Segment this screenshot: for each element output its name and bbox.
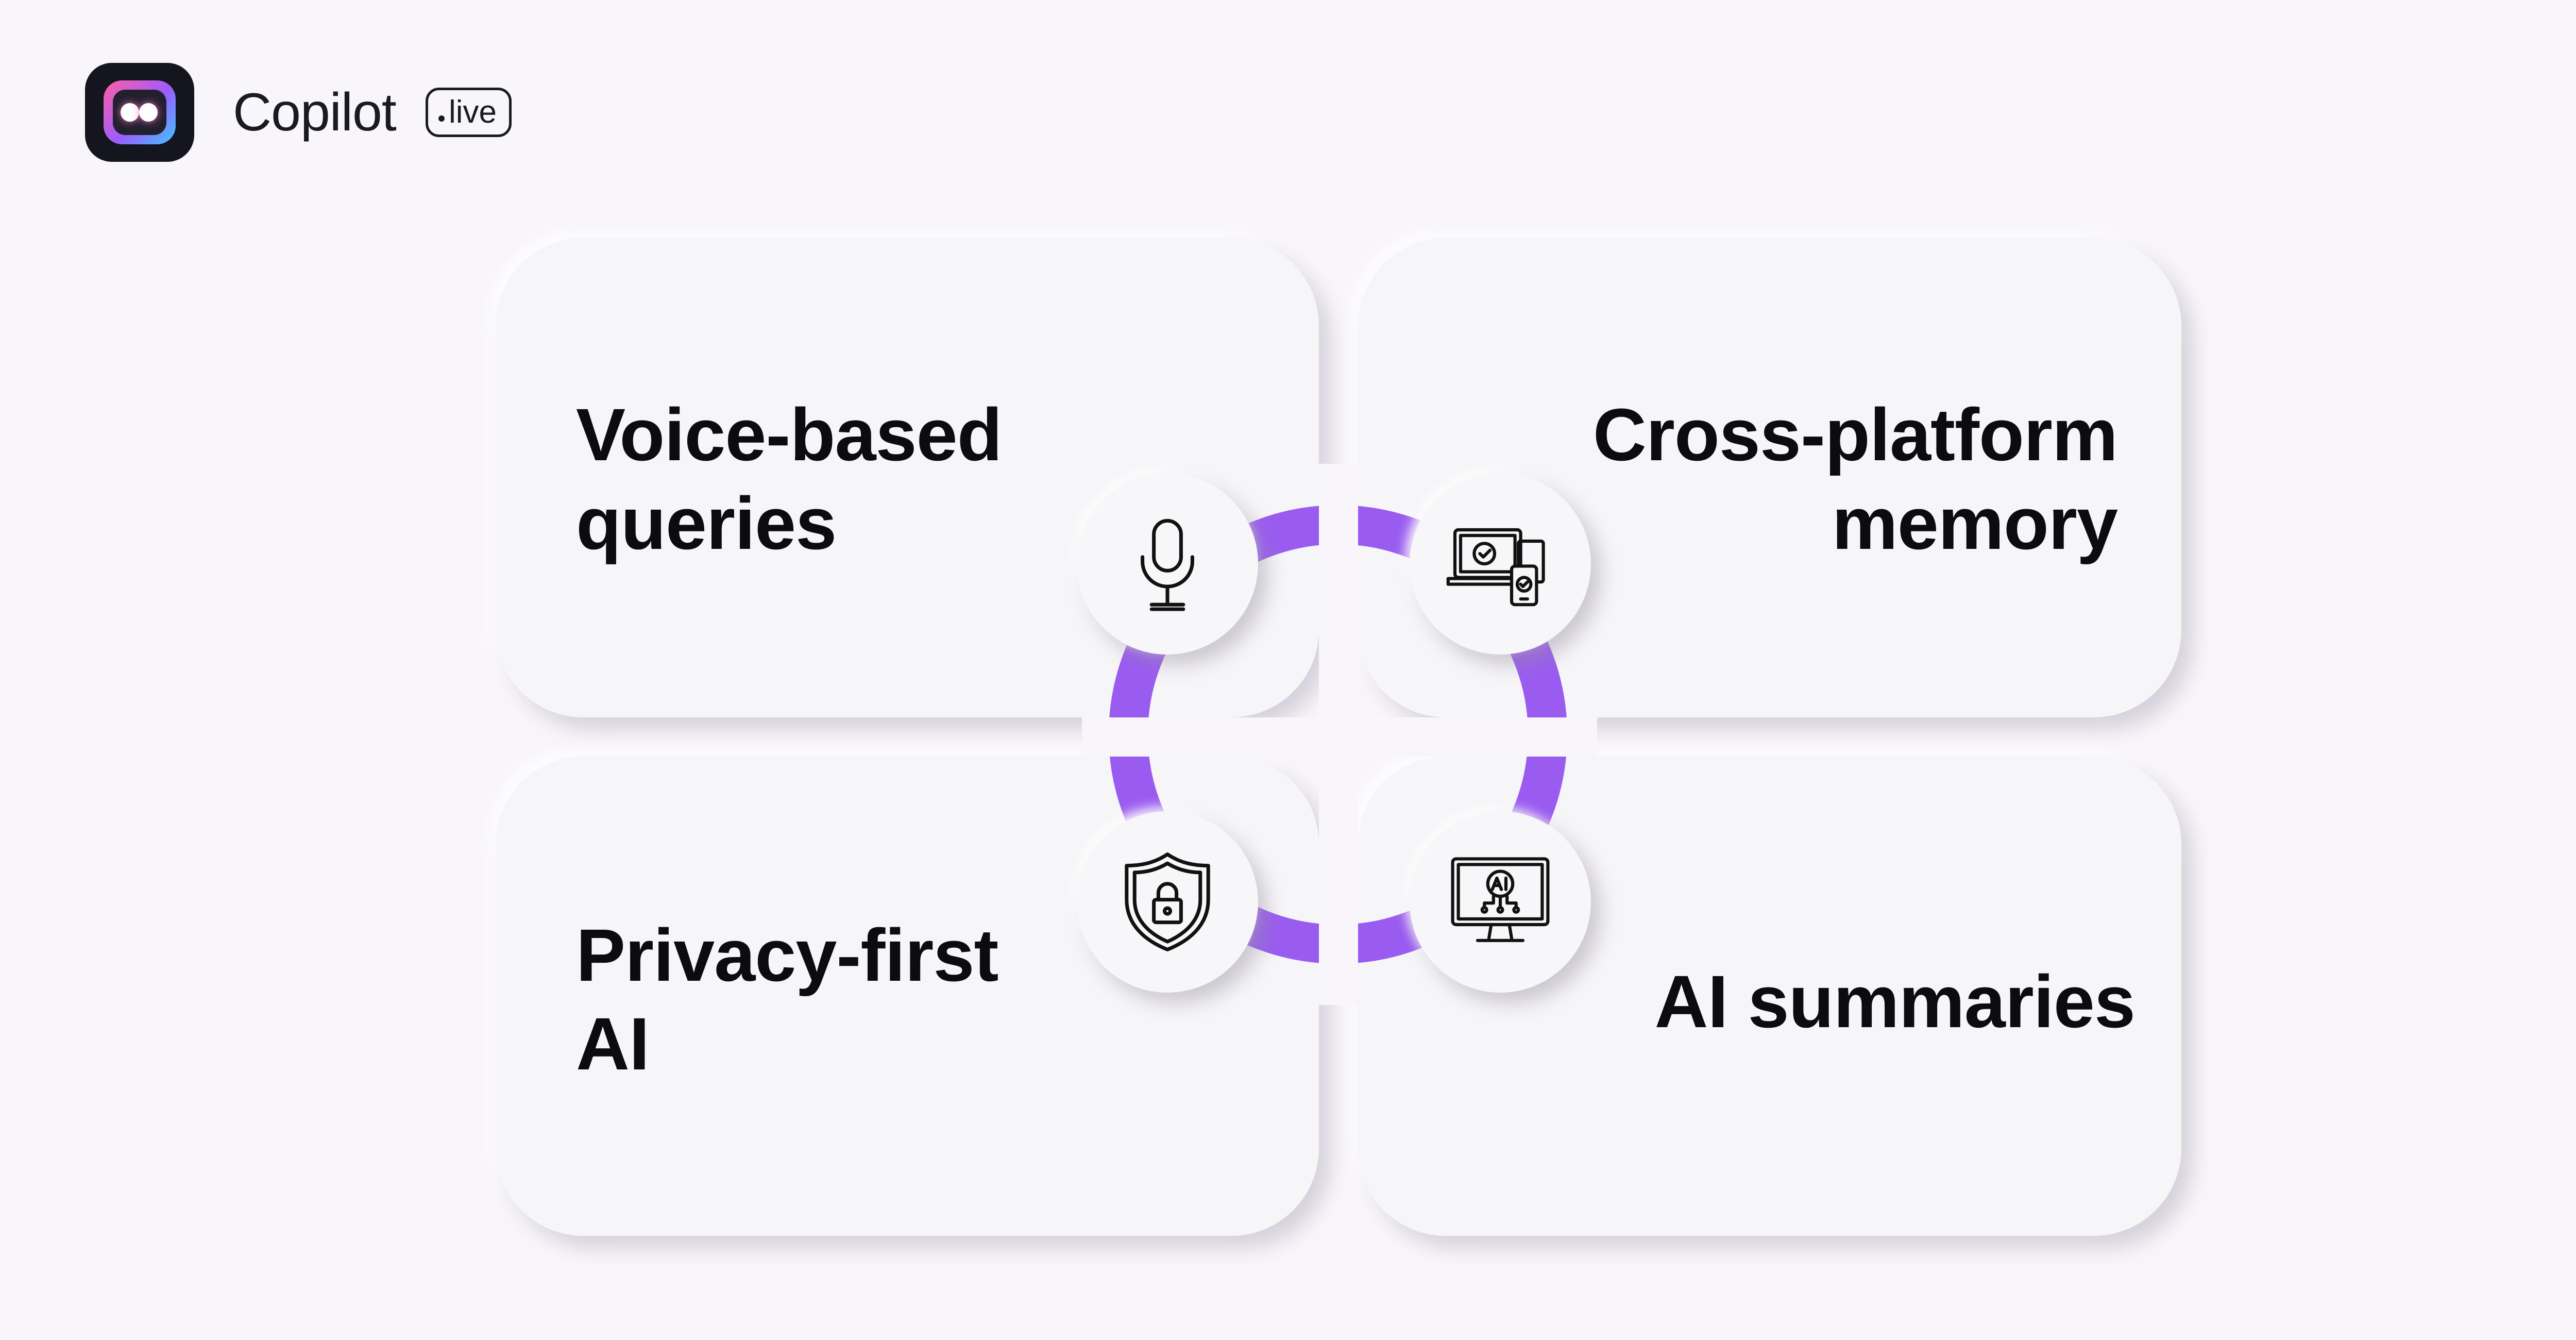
feature-label-privacy: Privacy-first AI	[576, 914, 998, 1085]
feature-label-memory: Cross-platform memory	[1592, 393, 2118, 565]
feature-label-voice: Voice-based queries	[576, 393, 1003, 565]
ring-gap-horizontal	[1082, 717, 1597, 757]
shield-lock-icon	[1077, 811, 1258, 993]
devices-sync-icon	[1410, 473, 1591, 655]
ai-monitor-icon	[1410, 811, 1591, 993]
feature-label-summaries: AI summaries	[1654, 960, 2136, 1043]
brand-name: Copilot	[233, 82, 397, 142]
microphone-icon	[1077, 473, 1258, 655]
brand-badge: live	[426, 88, 512, 137]
copilot-logo-icon	[85, 63, 194, 162]
badge-dot-icon	[438, 115, 445, 122]
brand-badge-label: live	[449, 94, 497, 130]
